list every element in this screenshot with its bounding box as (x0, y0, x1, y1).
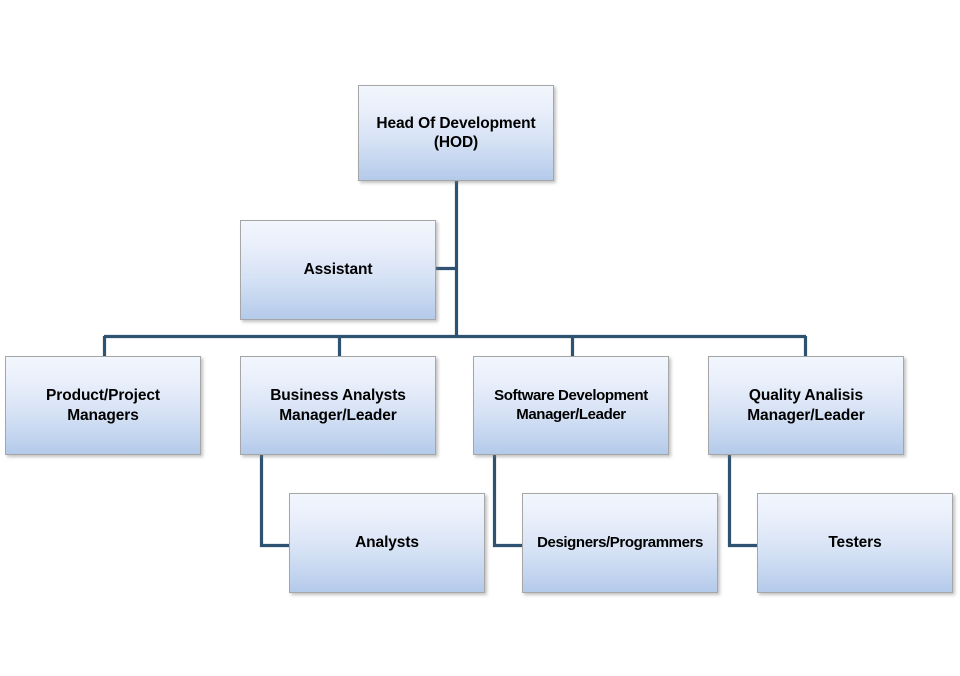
node-business-analysts-manager[interactable]: Business Analysts Manager/Leader (240, 356, 436, 455)
node-analysts[interactable]: Analysts (289, 493, 485, 593)
node-designers-programmers[interactable]: Designers/Programmers (522, 493, 718, 593)
node-label-analysts: Analysts (355, 534, 419, 552)
node-label-designers-programmers: Designers/Programmers (537, 533, 703, 551)
node-quality-analisis-manager[interactable]: Quality Analisis Manager/Leader (708, 356, 904, 455)
node-label-head-of-development: Head Of Development (HOD) (376, 114, 536, 151)
node-label-quality-analisis-manager: Quality Analisis Manager/Leader (747, 387, 865, 424)
node-software-development-manager[interactable]: Software Development Manager/Leader (473, 356, 669, 455)
node-product-project-managers[interactable]: Product/Project Managers (5, 356, 201, 455)
node-label-product-project-managers: Product/Project Managers (46, 387, 160, 424)
node-label-software-development-manager: Software Development Manager/Leader (494, 386, 648, 423)
node-label-business-analysts-manager: Business Analysts Manager/Leader (270, 387, 406, 424)
node-assistant[interactable]: Assistant (240, 220, 436, 320)
connector-business-analysts-to-analysts (259, 455, 289, 548)
node-label-assistant: Assistant (303, 261, 373, 279)
node-label-testers: Testers (828, 534, 882, 552)
connector-quality-analisis-to-testers (727, 455, 757, 548)
node-head-of-development[interactable]: Head Of Development (HOD) (358, 85, 554, 181)
connector-software-development-to-designers (492, 455, 522, 548)
node-testers[interactable]: Testers (757, 493, 953, 593)
